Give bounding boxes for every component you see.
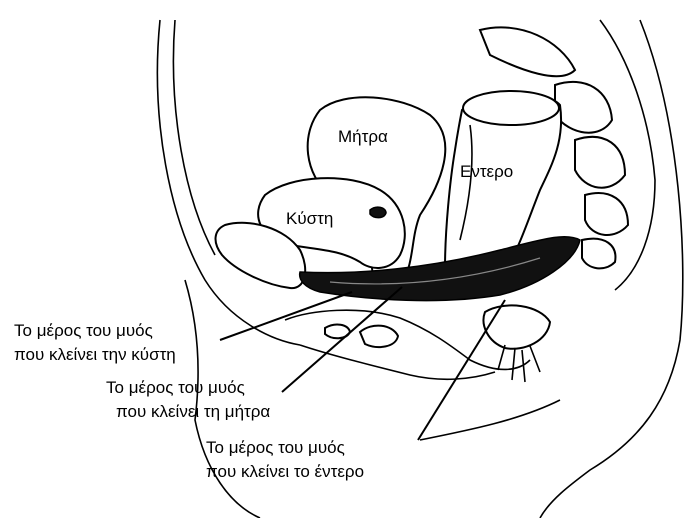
callout-bladder-line1: Το μέρος του μυός [14, 321, 153, 340]
callout-bladder-line2: που κλείνει την κύστη [14, 345, 176, 364]
vaginal-opening [360, 326, 398, 347]
callout-uterus-line1: Το μέρος του μυός [106, 378, 245, 397]
bowel-opening [463, 91, 559, 125]
skin-fold [420, 400, 560, 440]
label-bladder: Κύστη [286, 209, 333, 228]
bladder-opening [370, 207, 386, 217]
body-outline-front [157, 20, 300, 345]
callout-bowel-line1: Το μέρος του μυός [206, 438, 345, 457]
leader-bowel-muscle [418, 300, 505, 440]
callout-bowel-line2: που κλείνει το έντερο [206, 462, 364, 481]
anal-hairs [498, 345, 540, 382]
anal-area [484, 305, 550, 348]
label-uterus: Μήτρα [338, 127, 388, 146]
body-outline-lower [185, 280, 260, 518]
callout-uterus-line2: που κλείνει τη μήτρα [116, 402, 270, 421]
label-bowel: Εντερο [460, 162, 513, 181]
